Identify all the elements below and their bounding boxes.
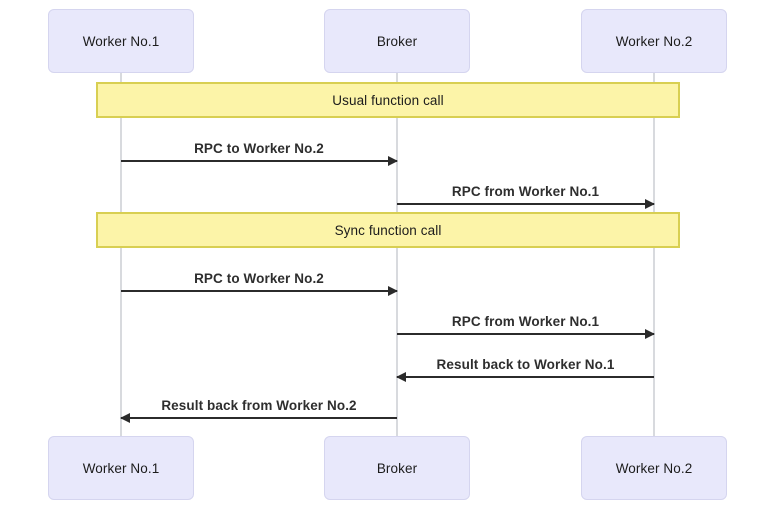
arrow-line — [397, 333, 654, 335]
arrow-line — [397, 203, 654, 205]
participant-label: Worker No.2 — [615, 33, 693, 49]
banner-label: Sync function call — [334, 222, 442, 238]
arrow-head-right-icon — [388, 156, 398, 166]
lifeline-worker2 — [653, 73, 655, 437]
participant-label: Broker — [376, 460, 418, 476]
participant-label: Broker — [376, 33, 418, 49]
section-banner-usual-function-call[interactable]: Usual function call — [96, 82, 680, 118]
lifeline-worker1 — [120, 73, 122, 437]
lifeline-broker — [396, 73, 398, 437]
message-label: Result back from Worker No.2 — [161, 398, 357, 413]
participant-label: Worker No.2 — [615, 460, 693, 476]
participant-worker2-top[interactable]: Worker No.2 — [581, 9, 727, 73]
message-arrow-rpc-to-worker-no2-1[interactable]: RPC to Worker No.2 — [121, 141, 398, 166]
arrow-head-right-icon — [645, 199, 655, 209]
arrow-head-left-icon — [396, 372, 406, 382]
participant-label: Worker No.1 — [82, 460, 160, 476]
arrow-head-left-icon — [120, 413, 130, 423]
arrow-head-right-icon — [388, 286, 398, 296]
message-arrow-result-back-to-worker-no1[interactable]: Result back to Worker No.1 — [396, 357, 654, 382]
participant-worker2-bottom[interactable]: Worker No.2 — [581, 436, 727, 500]
section-banner-sync-function-call[interactable]: Sync function call — [96, 212, 680, 248]
arrow-line — [121, 417, 397, 419]
message-arrow-rpc-from-worker-no1-2[interactable]: RPC from Worker No.1 — [397, 314, 655, 339]
arrow-line — [121, 160, 397, 162]
message-arrow-result-back-from-worker-no2[interactable]: Result back from Worker No.2 — [120, 398, 397, 423]
message-label: Result back to Worker No.1 — [436, 357, 615, 372]
participant-worker1-top[interactable]: Worker No.1 — [48, 9, 194, 73]
participant-worker1-bottom[interactable]: Worker No.1 — [48, 436, 194, 500]
message-label: RPC from Worker No.1 — [451, 314, 600, 329]
message-arrow-rpc-to-worker-no2-2[interactable]: RPC to Worker No.2 — [121, 271, 398, 296]
message-label: RPC from Worker No.1 — [451, 184, 600, 199]
arrow-line — [121, 290, 397, 292]
participant-label: Worker No.1 — [82, 33, 160, 49]
message-label: RPC to Worker No.2 — [194, 271, 324, 286]
arrow-head-right-icon — [645, 329, 655, 339]
message-arrow-rpc-from-worker-no1-1[interactable]: RPC from Worker No.1 — [397, 184, 655, 209]
message-label: RPC to Worker No.2 — [194, 141, 324, 156]
banner-label: Usual function call — [332, 92, 444, 108]
participant-broker-bottom[interactable]: Broker — [324, 436, 470, 500]
participant-broker-top[interactable]: Broker — [324, 9, 470, 73]
arrow-line — [397, 376, 654, 378]
